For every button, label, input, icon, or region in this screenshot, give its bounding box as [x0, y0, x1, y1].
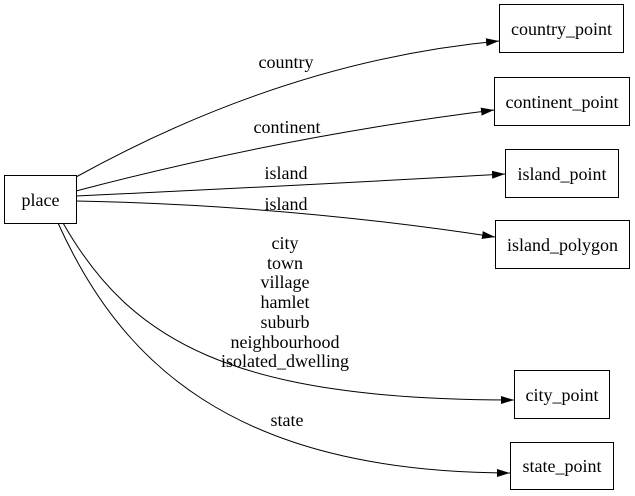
edge-label-island-point: island — [264, 163, 308, 184]
node-island-point-label: island_point — [517, 163, 607, 184]
edge-place-continent-point — [75, 107, 495, 192]
edge-label-island-polygon: island — [264, 194, 308, 215]
edge-place-island-polygon — [75, 200, 496, 239]
node-island-polygon-label: island_polygon — [507, 234, 618, 255]
node-state-point-label: state_point — [522, 456, 602, 476]
node-island-point: island_point — [505, 149, 619, 198]
edge-label-country: country — [258, 52, 314, 73]
node-place: place — [4, 175, 77, 224]
edge-place-city-point — [62, 222, 515, 404]
edge-label-city-group: city town village hamlet suburb neighbou… — [221, 233, 349, 372]
node-continent-point: continent_point — [494, 77, 630, 126]
edge-place-country-point — [75, 38, 500, 178]
node-state-point: state_point — [510, 442, 614, 490]
edge-place-state-point — [57, 222, 511, 477]
edge-label-continent: continent — [253, 117, 321, 138]
node-place-label: place — [21, 189, 60, 210]
edge-place-island-point — [75, 170, 506, 197]
node-city-point-label: city_point — [525, 384, 599, 405]
node-city-point: city_point — [514, 370, 610, 419]
edge-label-state: state — [270, 410, 304, 431]
node-island-polygon: island_polygon — [495, 220, 630, 269]
node-continent-point-label: continent_point — [505, 91, 619, 112]
node-country-point: country_point — [499, 4, 624, 53]
node-country-point-label: country_point — [511, 18, 612, 39]
